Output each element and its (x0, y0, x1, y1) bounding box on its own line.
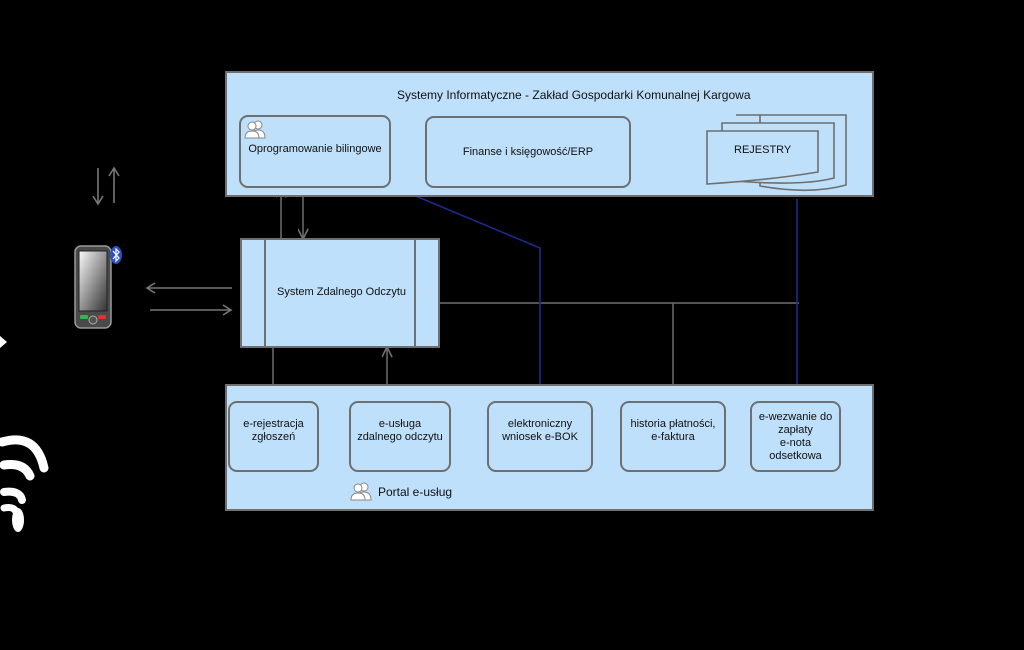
billing-software-node[interactable]: Oprogramowanie bilingowe (239, 115, 391, 188)
remote-reading-system-node[interactable] (240, 238, 440, 348)
registers-label: REJESTRY (734, 144, 792, 156)
service-remote-reading[interactable]: e-usługa zdalnego odczytu (349, 401, 451, 472)
billing-ebok-link (385, 182, 546, 403)
finance-erp-node[interactable]: Finanse i księgowość/ERP (425, 116, 631, 188)
bluetooth-icon (110, 246, 122, 264)
device-data-arrows (145, 282, 233, 316)
service-payment-demand[interactable]: e-wezwanie do zapłaty e-nota odsetkowa (750, 401, 841, 472)
registers-shape[interactable] (700, 110, 855, 195)
swap-arrows-icon (92, 166, 120, 206)
people-icon (350, 482, 372, 501)
remote-reading-label: System Zdalnego Odczytu (277, 286, 407, 298)
portal-label: Portal e-usług (378, 485, 453, 499)
handheld-device-icon (74, 245, 122, 329)
it-systems-title: Systemy Informatyczne - Zakład Gospodark… (397, 88, 751, 102)
billing-software-label: Oprogramowanie bilingowe (248, 143, 382, 155)
service-e-bok-application[interactable]: elektroniczny wniosek e-BOK (487, 401, 593, 472)
process-bar-left (264, 240, 266, 346)
arrow-right-icon (0, 336, 7, 348)
process-bar-right (414, 240, 416, 346)
finance-erp-label: Finanse i księgowość/ERP (462, 145, 594, 158)
wifi-icon (0, 435, 49, 532)
people-icon (244, 120, 266, 139)
service-e-registration[interactable]: e-rejestracja zgłoszeń (228, 401, 319, 472)
service-payment-history[interactable]: historia płatności, e-faktura (620, 401, 726, 472)
